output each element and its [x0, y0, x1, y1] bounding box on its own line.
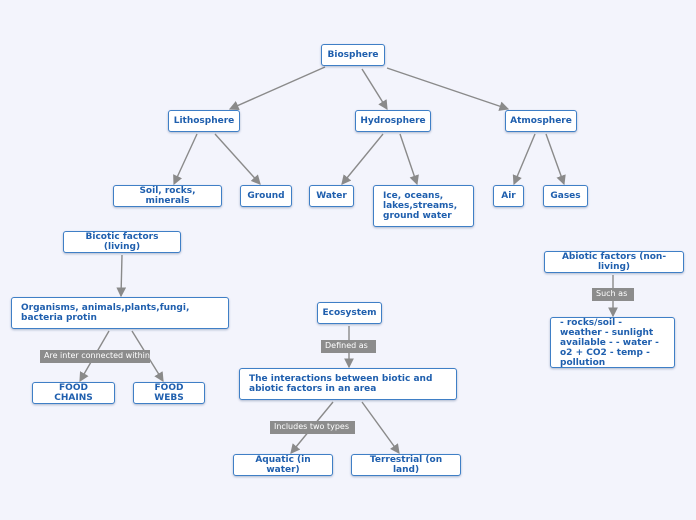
node-food-webs-label: FOOD WEBS [154, 383, 184, 403]
node-atmosphere-label: Atmosphere [510, 116, 572, 126]
node-abiotic-factors-label: Abiotic factors (non-living) [561, 252, 667, 272]
node-ice-oceans-label: Ice, oceans, lakes,streams, ground water [383, 191, 458, 221]
node-lithosphere[interactable]: Lithosphere [168, 110, 240, 132]
edge-biosphere-atmosphere [386, 67, 510, 111]
node-food-webs[interactable]: FOOD WEBS [133, 382, 205, 404]
edge-biosphere-lithosphere [228, 66, 326, 111]
edge-biosphere-hydrosphere [361, 68, 388, 111]
node-abiotic-list-label: - rocks/soil - weather - sunlight availa… [560, 317, 659, 368]
edge-hydrosphere-water [341, 133, 384, 185]
node-soil-rocks-minerals-label: Soil, rocks, minerals [139, 186, 196, 206]
node-water[interactable]: Water [309, 185, 354, 207]
node-ecosystem-label: Ecosystem [322, 308, 377, 318]
node-hydrosphere[interactable]: Hydrosphere [355, 110, 431, 132]
edge-hydrosphere-ice [399, 133, 419, 186]
node-ecosystem[interactable]: Ecosystem [317, 302, 382, 324]
node-interactions-label: The interactions between biotic and abio… [249, 374, 433, 394]
node-food-chains[interactable]: FOOD CHAINS [32, 382, 115, 404]
node-biotic-factors[interactable]: Bicotic factors (living) [63, 231, 181, 253]
edge-interactions-terrestrial [361, 401, 400, 454]
node-ground-label: Ground [247, 191, 285, 201]
node-air-label: Air [501, 191, 516, 201]
node-terrestrial[interactable]: Terrestrial (on land) [351, 454, 461, 476]
node-biosphere-label: Biosphere [327, 50, 379, 60]
node-gases-label: Gases [550, 191, 581, 201]
node-aquatic-label: Aquatic (in water) [255, 455, 311, 475]
node-abiotic-factors[interactable]: Abiotic factors (non-living) [544, 251, 684, 273]
node-soil-rocks-minerals[interactable]: Soil, rocks, minerals [113, 185, 222, 207]
node-ground[interactable]: Ground [240, 185, 292, 207]
node-lithosphere-label: Lithosphere [173, 116, 235, 126]
node-terrestrial-label: Terrestrial (on land) [369, 455, 443, 475]
node-biosphere[interactable]: Biosphere [321, 44, 385, 66]
node-water-label: Water [316, 191, 347, 201]
edge-label-interconnected: Are inter connected within [40, 350, 150, 363]
edge-lithosphere-soil [173, 133, 198, 186]
edge-atmosphere-gases [545, 133, 566, 186]
edge-atmosphere-air [512, 133, 536, 186]
edge-lithosphere-ground [214, 133, 261, 185]
edge-label-includes-two-types: Includes two types [270, 421, 355, 434]
edge-biotic-organisms [116, 254, 127, 298]
node-interactions[interactable]: The interactions between biotic and abio… [239, 368, 457, 400]
node-abiotic-list[interactable]: - rocks/soil - weather - sunlight availa… [550, 317, 675, 368]
node-atmosphere[interactable]: Atmosphere [505, 110, 577, 132]
node-hydrosphere-label: Hydrosphere [360, 116, 426, 126]
node-organisms[interactable]: Organisms, animals,plants,fungi, bacteri… [11, 297, 229, 329]
node-aquatic[interactable]: Aquatic (in water) [233, 454, 333, 476]
edge-label-defined-as: Defined as [321, 340, 376, 353]
node-air[interactable]: Air [493, 185, 524, 207]
node-biotic-factors-label: Bicotic factors (living) [85, 232, 159, 252]
node-ice-oceans[interactable]: Ice, oceans, lakes,streams, ground water [373, 185, 474, 227]
edge-label-such-as: Such as [592, 288, 634, 301]
node-food-chains-label: FOOD CHAINS [54, 383, 93, 403]
node-organisms-label: Organisms, animals,plants,fungi, bacteri… [21, 303, 190, 323]
node-gases[interactable]: Gases [543, 185, 588, 207]
